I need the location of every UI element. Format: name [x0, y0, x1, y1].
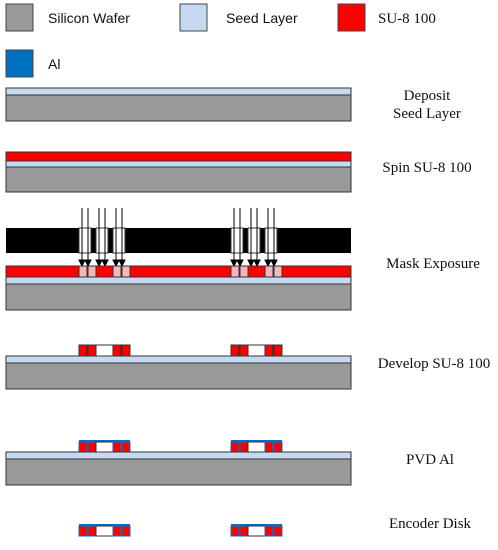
step-label-pvd-al: PVD Al	[406, 452, 454, 468]
legend: Silicon Wafer Seed Layer SU-8 100 Al	[5, 3, 436, 78]
silicon-wafer	[5, 283, 352, 311]
encoder-disk-part-left	[78, 524, 131, 537]
encoder-disk-part-right	[230, 524, 283, 537]
exposed-su8	[121, 265, 131, 278]
mask-opening	[95, 227, 109, 254]
step-develop-su8: Develop SU-8 100	[5, 344, 491, 390]
step-label-encoder-disk: Encoder Disk	[389, 516, 472, 532]
step-label-mask-exposure: Mask Exposure	[386, 256, 480, 272]
step-label-deposit-line-2: Seed Layer	[393, 106, 461, 122]
silicon-wafer	[5, 458, 352, 486]
legend-item-silicon-wafer: Silicon Wafer	[5, 3, 130, 32]
step-spin-su8: Spin SU-8 100	[5, 151, 472, 193]
photomask	[6, 228, 351, 253]
seed-layer	[5, 355, 352, 364]
exposed-su8	[273, 265, 283, 278]
seed-layer	[5, 87, 352, 96]
legend-label-seed-layer: Seed Layer	[226, 10, 298, 26]
step-label-spin: Spin SU-8 100	[382, 160, 471, 176]
mask-opening	[78, 227, 92, 254]
legend-swatch-al	[5, 49, 34, 78]
legend-item-seed-layer: Seed Layer	[179, 3, 298, 32]
step-encoder-disk: Encoder Disk	[78, 516, 472, 537]
silicon-wafer	[5, 362, 352, 390]
step-label-develop: Develop SU-8 100	[378, 356, 491, 372]
mask-opening	[247, 227, 261, 254]
developed-structure-right	[230, 344, 283, 357]
step-pvd-al: PVD Al	[5, 440, 454, 486]
step-label-deposit-line-1: Deposit	[404, 88, 451, 104]
exposed-su8	[230, 265, 240, 278]
seed-layer	[5, 160, 352, 168]
seed-layer	[5, 451, 352, 460]
mask-opening	[112, 227, 126, 254]
mask-opening	[264, 227, 278, 254]
legend-item-al: Al	[5, 49, 60, 78]
exposed-su8	[78, 265, 88, 278]
exposed-su8	[264, 265, 274, 278]
silicon-wafer	[5, 94, 352, 122]
legend-label-al: Al	[48, 56, 60, 72]
su8-layer	[5, 151, 352, 162]
silicon-wafer	[5, 166, 352, 193]
legend-swatch-silicon-wafer	[5, 3, 34, 32]
uv-exposure-arrows	[78, 208, 278, 268]
developed-structure-left	[78, 344, 131, 357]
al-coated-structure-right	[230, 440, 283, 453]
step-deposit-seed-layer: Deposit Seed Layer	[5, 87, 461, 122]
seed-layer	[5, 276, 352, 285]
legend-swatch-seed-layer	[179, 3, 208, 32]
al-coated-structure-left	[78, 440, 131, 453]
legend-item-su8: SU-8 100	[337, 3, 436, 32]
su8-layer	[5, 265, 352, 278]
exposed-su8	[239, 265, 249, 278]
legend-swatch-su8	[337, 3, 366, 32]
exposed-su8	[87, 265, 97, 278]
legend-label-silicon-wafer: Silicon Wafer	[48, 10, 130, 26]
step-mask-exposure: Mask Exposure	[5, 208, 480, 311]
legend-label-su8: SU-8 100	[378, 11, 436, 27]
exposed-su8	[112, 265, 122, 278]
mask-opening	[230, 227, 244, 254]
